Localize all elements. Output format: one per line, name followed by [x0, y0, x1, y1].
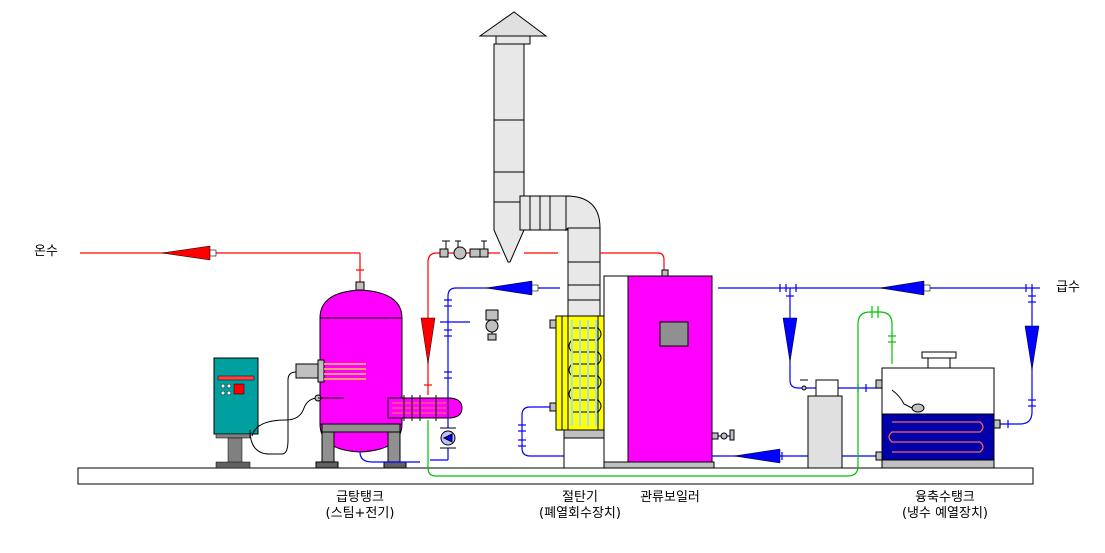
- boiler-label: 관류보일러: [640, 490, 700, 505]
- circulation-pump: [440, 427, 456, 449]
- condensate-tank-name: 융축수탱크: [915, 490, 975, 505]
- cold-flow-arrow-supply-tail: [923, 284, 931, 292]
- hot-water-tank: [295, 281, 407, 469]
- cold-flow-arrow-return: [733, 448, 781, 464]
- cold-flow-arrow-boiler-tail: [531, 284, 539, 292]
- cold-water-lines: [430, 287, 1040, 461]
- economizer-name: 절탄기: [562, 490, 598, 505]
- condensate-tank-spec: (냉수 예열장치): [901, 506, 989, 521]
- drain-line: [427, 306, 896, 477]
- hot-tank-spec: (스팀+전기): [325, 506, 395, 521]
- condensate-coils: [888, 421, 984, 453]
- once-through-boiler: [603, 269, 715, 469]
- hot-flow-arrow-left: [161, 245, 211, 261]
- heat-exchanger: [387, 395, 463, 421]
- economizer-outlet: [549, 402, 557, 412]
- hot-water-lines: [80, 252, 665, 395]
- electric-heater: [324, 363, 366, 380]
- hot-tank-label: 급탕탱크 (스팀+전기): [300, 490, 420, 522]
- cold-flow-arrow-down-left: [782, 317, 798, 363]
- economizer-spec: (폐열회수장치): [539, 506, 621, 521]
- thermometer: [314, 394, 344, 402]
- drain-pipe-tank: [359, 451, 420, 463]
- economizer-inlet: [549, 319, 557, 329]
- boiler-drain-valve: [711, 429, 735, 441]
- economizer: [555, 315, 611, 469]
- condensate-tank-label: 융축수탱크 (냉수 예열장치): [880, 490, 1010, 522]
- hot-flow-arrow-down: [420, 317, 436, 365]
- economizer-tubes: [571, 320, 597, 426]
- control-wiring: [249, 371, 319, 455]
- feed-valve: [485, 309, 499, 341]
- feed-pump-unit: [800, 379, 843, 469]
- cold-flow-arrow-boiler: [485, 280, 533, 296]
- cold-flow-arrow-supply: [879, 280, 925, 296]
- supply-water-label: 급수: [1056, 280, 1080, 295]
- float-valve: [891, 389, 925, 413]
- chimney: [478, 11, 601, 319]
- control-panel: [213, 357, 259, 469]
- economizer-label: 절탄기 (폐열회수장치): [520, 490, 640, 522]
- hot-flow-arrow-left-tail: [209, 249, 217, 257]
- steam-valve-assembly: [439, 240, 489, 260]
- hot-water-label: 온수: [34, 244, 58, 259]
- hot-tank-name: 급탕탱크: [336, 490, 384, 505]
- cold-flow-arrow-down-right: [1024, 325, 1040, 371]
